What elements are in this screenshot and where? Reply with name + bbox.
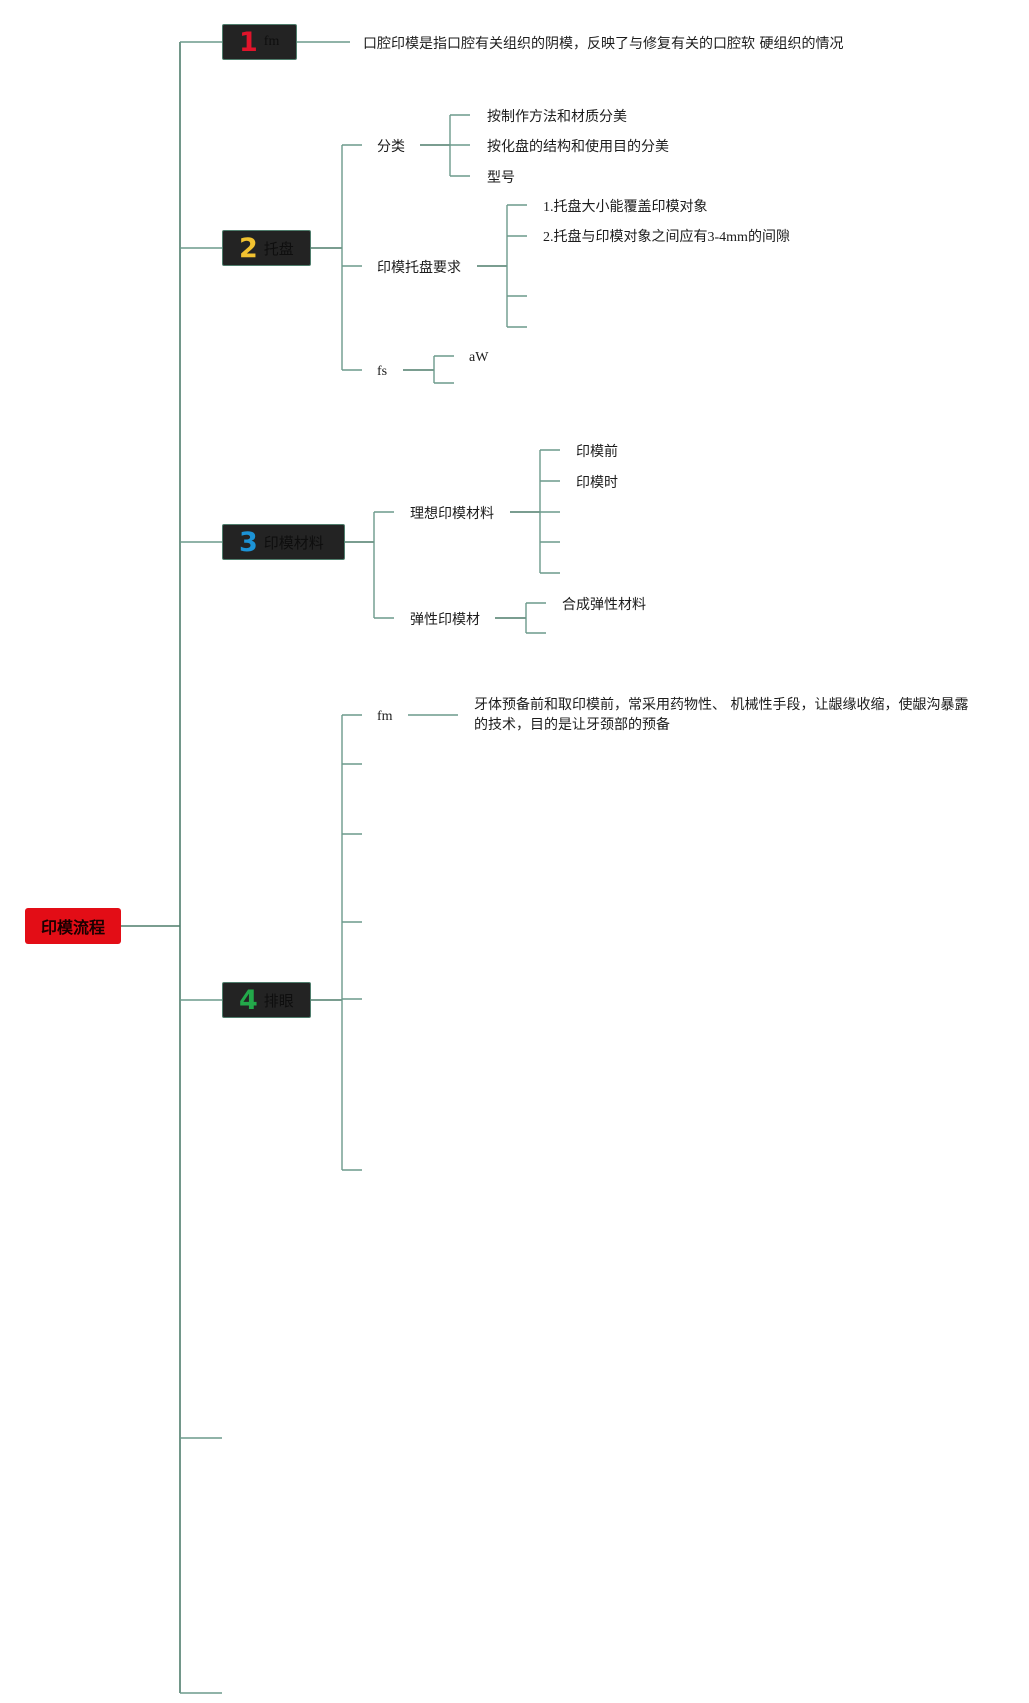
topic-tray-requirements[interactable]: 印模托盘要求	[377, 260, 461, 276]
topic-fm-detail[interactable]: 牙体预备前和取印模前，常采用药物性、 机械性手段，让龈缘收缩，使龈沟暴露的技术，…	[474, 697, 969, 733]
branch-1[interactable]: 1 fm	[222, 24, 297, 60]
subtopic-model[interactable]: 型号	[487, 170, 515, 186]
subtopic-before-impression[interactable]: 印模前	[576, 444, 618, 460]
subtopic-tray-size[interactable]: 1.托盘大小能覆盖印模对象	[543, 200, 708, 215]
topic-fm[interactable]: fm	[377, 709, 393, 724]
subtopic-during-impression[interactable]: 印模时	[576, 475, 618, 491]
subtopic-by-structure[interactable]: 按化盘的结构和使用目的分美	[487, 139, 669, 155]
branch-2-label: 托盘	[263, 239, 294, 258]
branch-3[interactable]: 3 印模材料	[222, 524, 345, 560]
topic-fs[interactable]: fs	[377, 364, 388, 379]
branch-4[interactable]: 4 排眼	[222, 982, 311, 1018]
branch-2[interactable]: 2 托盘	[222, 230, 311, 266]
number-1-icon: 1	[239, 26, 258, 58]
branch-1-description[interactable]: 口腔印模是指口腔有关组织的阴模，反映了与修复有关的口腔软 硬组织的情况	[363, 36, 844, 52]
root-label: 印模流程	[40, 918, 105, 937]
root-node[interactable]: 印模流程	[25, 908, 121, 944]
branch-4-label: 排眼	[263, 991, 294, 1010]
number-2-icon: 2	[239, 232, 258, 264]
number-4-icon: 4	[239, 984, 258, 1016]
topic-ideal-material[interactable]: 理想印模材料	[410, 506, 494, 522]
number-3-icon: 3	[239, 526, 258, 558]
topic-elastic-material[interactable]: 弹性印模材	[410, 612, 480, 628]
subtopic-synthetic-elastic[interactable]: 合成弹性材料	[562, 597, 646, 613]
topic-classification[interactable]: 分类	[377, 139, 405, 155]
subtopic-by-method[interactable]: 按制作方法和材质分美	[487, 109, 627, 125]
subtopic-tray-gap[interactable]: 2.托盘与印模对象之间应有3-4mm的间隙	[543, 230, 790, 245]
branch-3-label: 印模材料	[263, 533, 324, 552]
branch-1-label: fm	[263, 34, 280, 49]
subtopic-aw[interactable]: aW	[469, 350, 489, 365]
